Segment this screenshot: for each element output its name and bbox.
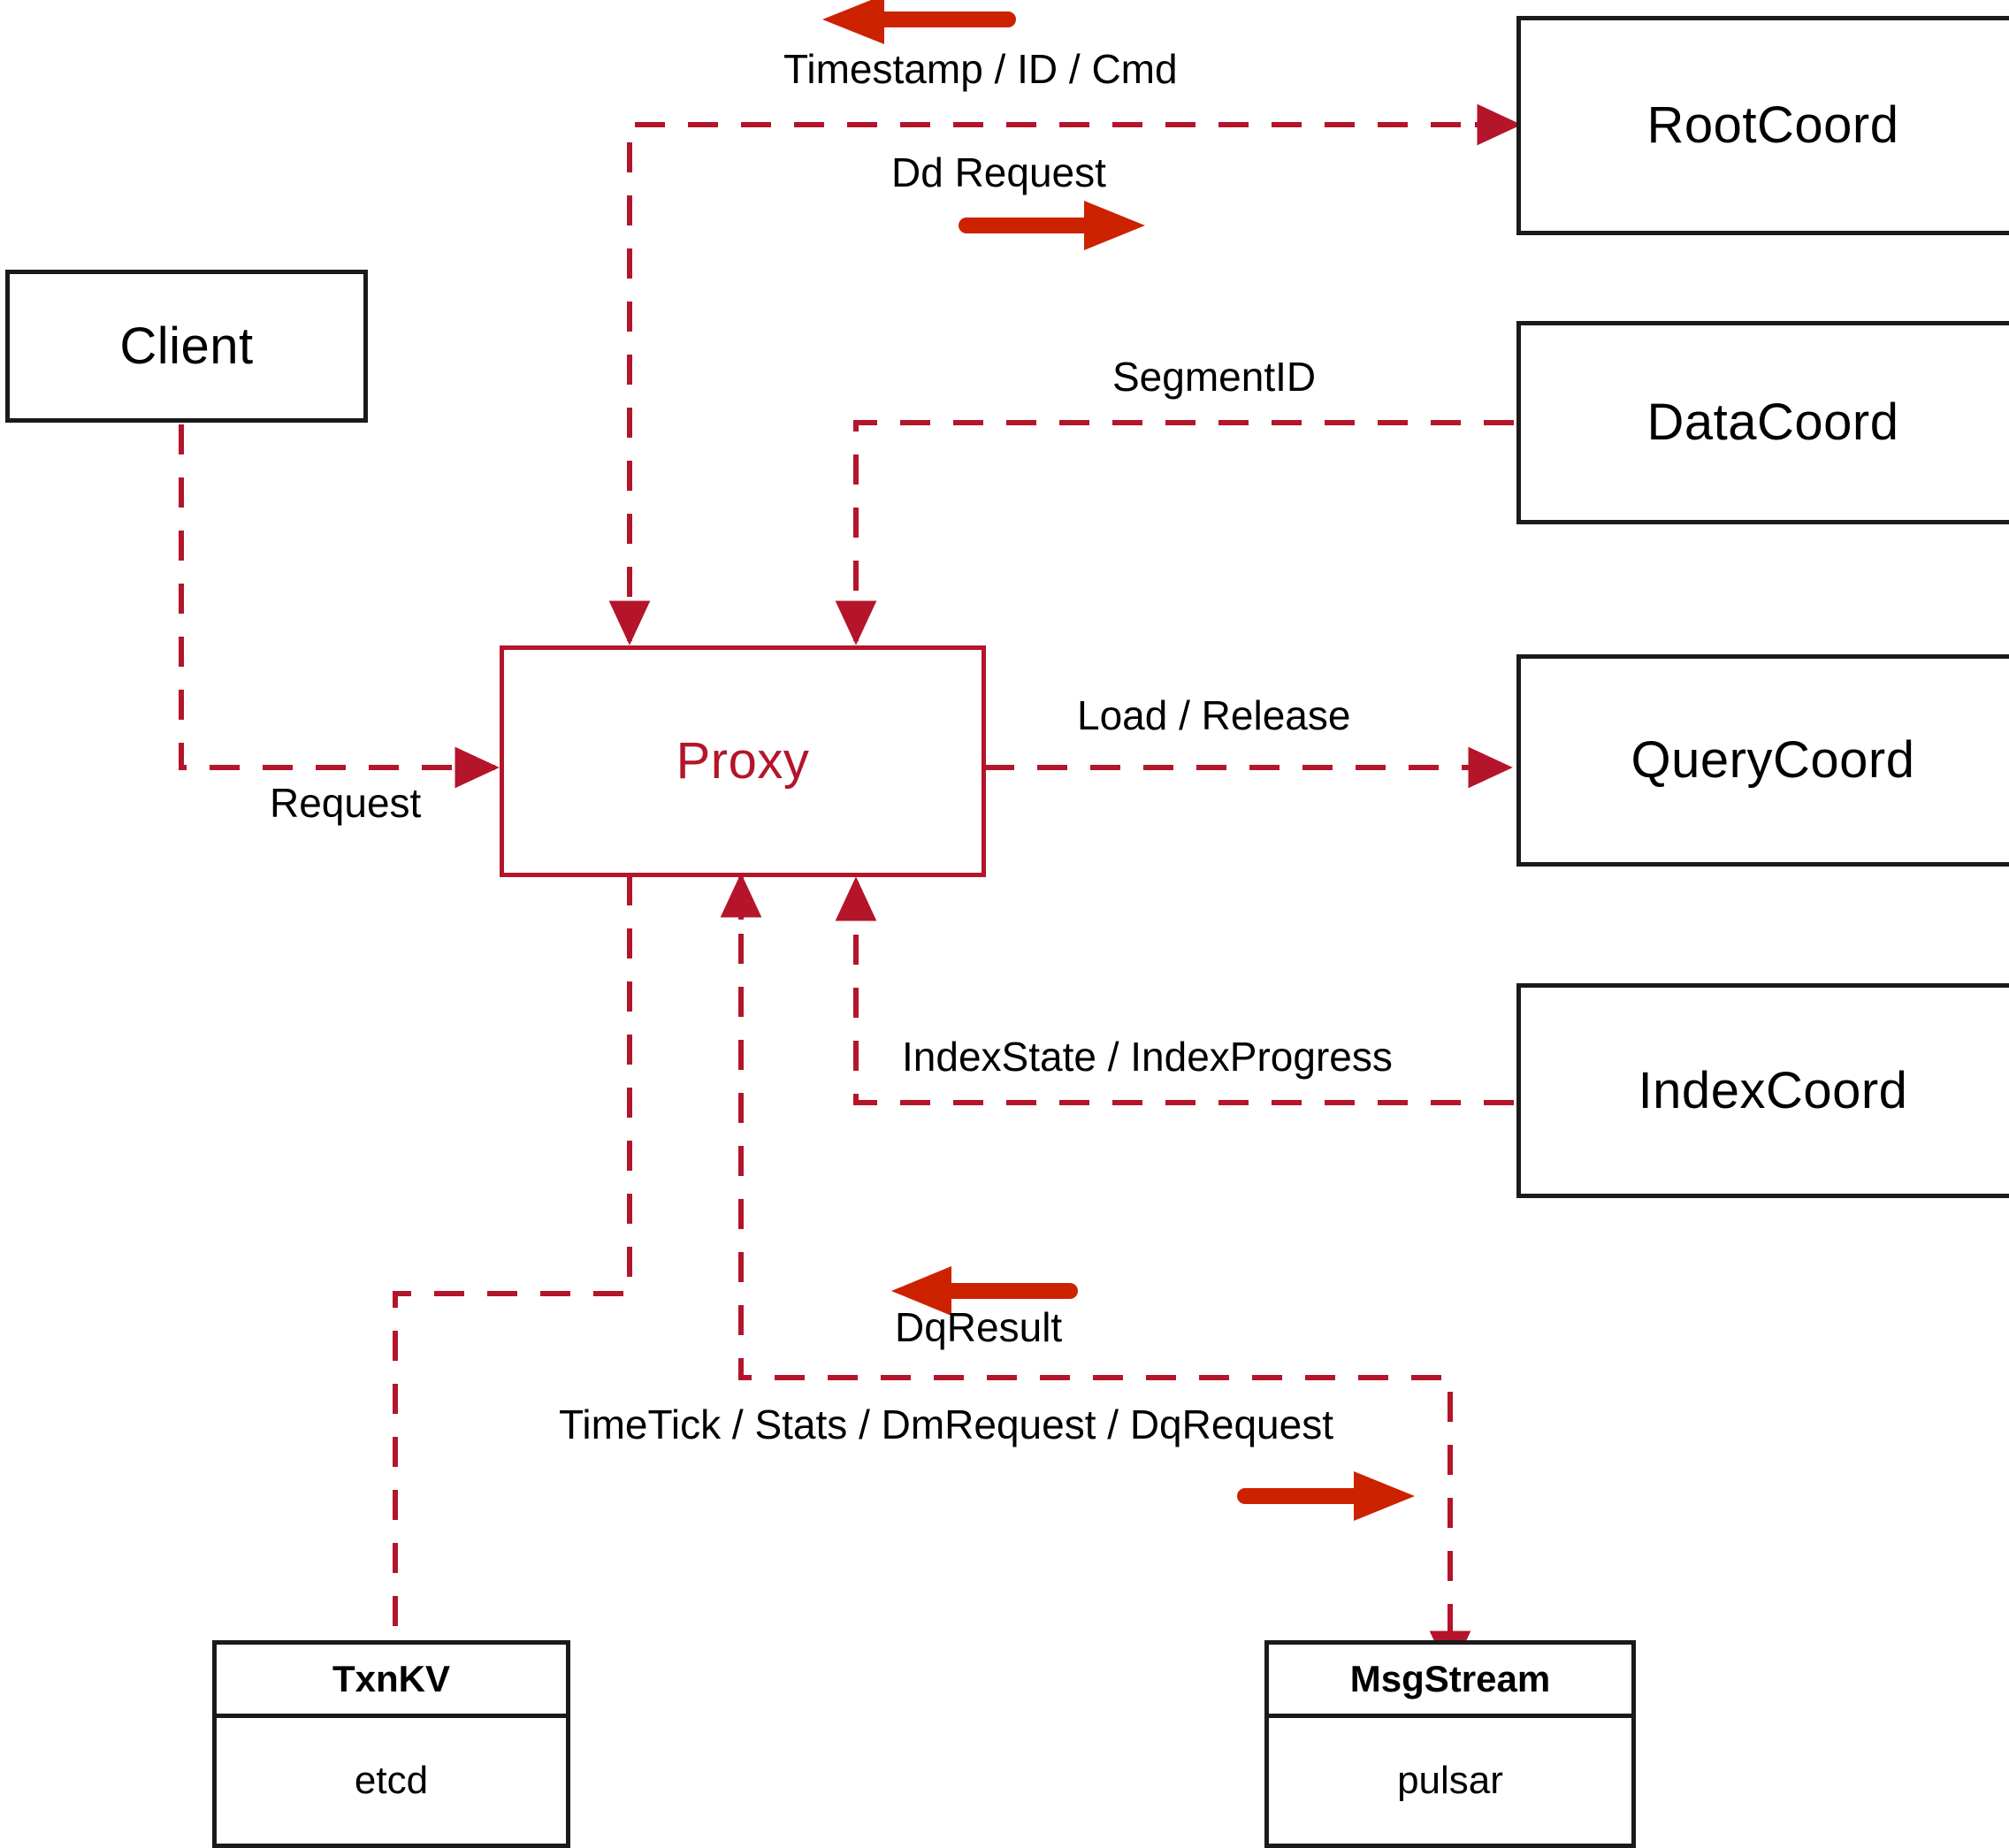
node-datacoord-label: DataCoord xyxy=(1646,393,1899,451)
node-txnkv-impl: etcd xyxy=(354,1759,429,1802)
edge-label-dq-result-text: DqResult xyxy=(895,1304,1063,1350)
edge-label-timetick-stats-text: TimeTick / Stats / DmRequest / DqRequest xyxy=(559,1401,1333,1447)
edge-label-dq-result: DqResult xyxy=(895,1307,1062,1348)
edge-label-load-release-text: Load / Release xyxy=(1077,692,1351,738)
node-proxy[interactable]: Proxy xyxy=(500,645,986,877)
node-msgstream-impl: pulsar xyxy=(1397,1759,1503,1802)
edge-client-to-proxy xyxy=(179,424,500,789)
node-client-label: Client xyxy=(119,317,254,375)
edge-proxy-to-txnkv xyxy=(393,875,632,1680)
edge-indexcoord-to-proxy xyxy=(835,876,1514,1105)
edge-proxy-to-msgstream xyxy=(720,873,1471,1676)
edge-label-index-state-text: IndexState / IndexProgress xyxy=(902,1034,1393,1080)
node-client[interactable]: Client xyxy=(5,270,368,423)
edge-label-timestamp-id-cmd-text: Timestamp / ID / Cmd xyxy=(783,46,1178,92)
node-rootcoord[interactable]: RootCoord xyxy=(1516,16,2009,235)
node-rootcoord-label: RootCoord xyxy=(1646,96,1899,154)
node-msgstream-title: MsgStream xyxy=(1349,1658,1551,1699)
node-datacoord[interactable]: DataCoord xyxy=(1516,321,2009,524)
node-msgstream-body: pulsar xyxy=(1269,1718,1631,1844)
node-txnkv[interactable]: TxnKV etcd xyxy=(212,1640,570,1848)
direction-arrow-dqresult xyxy=(891,1266,1078,1316)
direction-arrow-timestamp xyxy=(822,0,1016,44)
node-msgstream[interactable]: MsgStream pulsar xyxy=(1264,1640,1636,1848)
edge-label-index-state: IndexState / IndexProgress xyxy=(902,1036,1393,1077)
edge-label-request: Request xyxy=(270,783,421,823)
edge-label-request-text: Request xyxy=(270,780,422,826)
edge-label-dd-request-text: Dd Request xyxy=(891,149,1106,195)
node-msgstream-header: MsgStream xyxy=(1269,1645,1631,1718)
edge-datacoord-to-proxy xyxy=(835,420,1514,645)
node-proxy-label: Proxy xyxy=(676,732,810,790)
edge-label-timetick-stats: TimeTick / Stats / DmRequest / DqRequest xyxy=(559,1404,1333,1445)
edge-label-timestamp-id-cmd: Timestamp / ID / Cmd xyxy=(783,49,1178,89)
direction-arrow-dd-request xyxy=(959,201,1145,250)
direction-arrow-dqrequest xyxy=(1237,1471,1415,1521)
node-txnkv-title: TxnKV xyxy=(332,1658,450,1699)
edge-rootcoord-to-proxy xyxy=(608,122,1514,645)
node-txnkv-header: TxnKV xyxy=(217,1645,566,1718)
node-indexcoord-label: IndexCoord xyxy=(1638,1061,1908,1119)
edge-label-segment-id: SegmentID xyxy=(1112,356,1316,397)
node-querycoord-label: QueryCoord xyxy=(1631,731,1915,789)
node-querycoord[interactable]: QueryCoord xyxy=(1516,654,2009,867)
node-indexcoord[interactable]: IndexCoord xyxy=(1516,983,2009,1198)
edge-label-segment-id-text: SegmentID xyxy=(1112,354,1317,400)
node-txnkv-body: etcd xyxy=(217,1718,566,1844)
edge-label-dd-request: Dd Request xyxy=(891,152,1106,193)
edge-label-load-release: Load / Release xyxy=(1077,695,1350,736)
